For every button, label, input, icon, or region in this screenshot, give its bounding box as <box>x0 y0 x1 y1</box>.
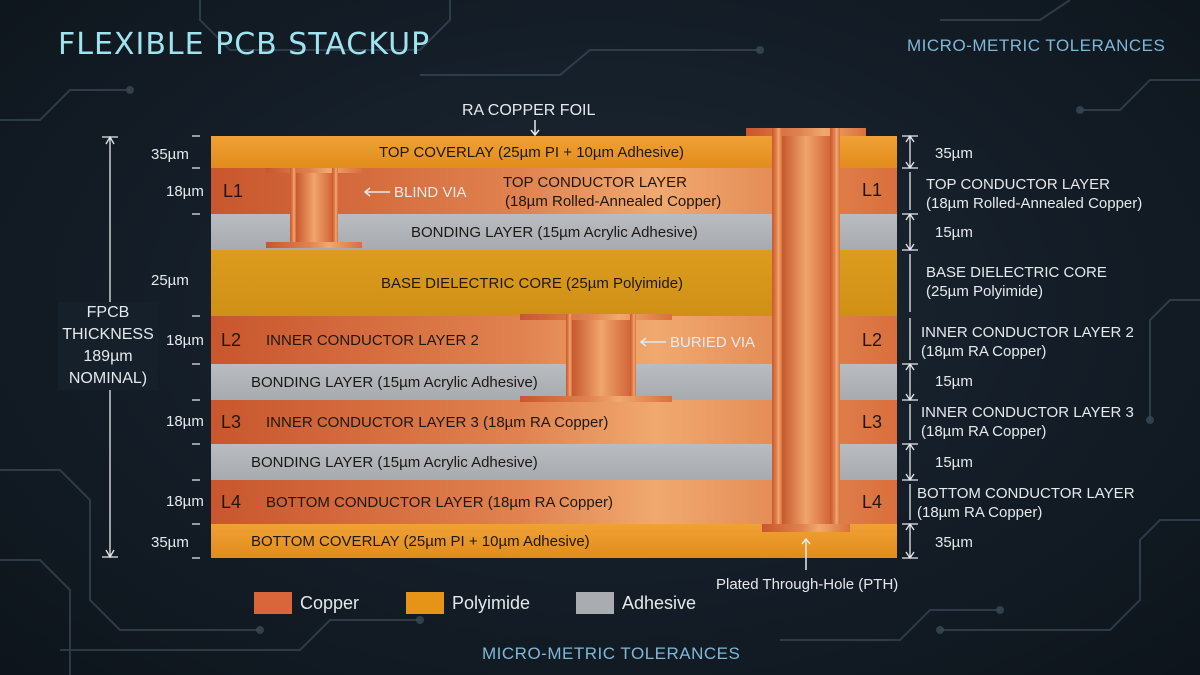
blind-via-label: BLIND VIA <box>394 184 467 201</box>
bottom-conductor-label: BOTTOM CONDUCTOR LAYER (18µm RA Copper) <box>266 493 614 511</box>
page-title: FLEXIBLE PCB STACKUP <box>58 27 431 62</box>
right-bottom-1: BOTTOM CONDUCTOR LAYER <box>917 485 1135 502</box>
right-base-core-2: (25µm Polyimide) <box>926 283 1044 300</box>
l2-label: L2 <box>221 329 242 350</box>
bonding-3-label: BONDING LAYER (15µm Acrylic Adhesive) <box>251 453 538 471</box>
total-thickness-line2: THICKNESS <box>62 326 154 343</box>
total-thickness-line3: 189µm <box>83 348 133 365</box>
dim-l4: 18µm <box>166 493 204 510</box>
dim-l1: 18µm <box>166 183 204 200</box>
dim-l2: 18µm <box>166 332 204 349</box>
l2-right-label: L2 <box>862 330 883 350</box>
plated-through-hole <box>746 128 866 532</box>
right-top-conductor-2: (18µm Rolled-Annealed Copper) <box>926 195 1143 212</box>
right-inner-3-1: INNER CONDUCTOR LAYER 3 <box>921 404 1134 421</box>
blind-via <box>266 168 362 248</box>
top-conductor-label-1: TOP CONDUCTOR LAYER <box>503 174 687 191</box>
buried-via-arrow <box>639 337 666 347</box>
right-inner-2-1: INNER CONDUCTOR LAYER 2 <box>921 324 1134 341</box>
l4-right-label: L4 <box>862 492 883 512</box>
rdim-bonding-3: 15µm <box>935 454 973 471</box>
legend-swatch-copper <box>254 592 292 614</box>
bonding-1-label: BONDING LAYER (15µm Acrylic Adhesive) <box>411 223 698 241</box>
subtitle-bottom: MICRO-METRIC TOLERANCES <box>482 644 741 663</box>
dim-base-core: 25µm <box>151 272 189 289</box>
legend-label-copper: Copper <box>300 593 360 613</box>
right-inner-3-2: (18µm RA Copper) <box>921 423 1047 440</box>
right-base-core: BASE DIELECTRIC CORE (25µm Polyimide) <box>926 263 1107 301</box>
l4-label: L4 <box>221 491 242 512</box>
top-coverlay-label: TOP COVERLAY (25µm PI + 10µm Adhesive) <box>379 143 685 161</box>
buried-via <box>520 314 672 402</box>
right-top-conductor: TOP CONDUCTOR LAYER (18µm Rolled-Anneale… <box>926 175 1142 213</box>
right-base-core-1: BASE DIELECTRIC CORE <box>926 264 1107 281</box>
bonding-2-label: BONDING LAYER (15µm Acrylic Adhesive) <box>251 373 538 391</box>
right-inner-2-2: (18µm RA Copper) <box>921 343 1047 360</box>
right-top-conductor-1: TOP CONDUCTOR LAYER <box>926 176 1110 193</box>
dim-bottom-coverlay: 35µm <box>151 534 189 551</box>
inner-2-label: INNER CONDUCTOR LAYER 2 <box>266 331 479 349</box>
rdim-bonding-1: 15µm <box>935 224 973 241</box>
l1-right-label: L1 <box>862 180 883 200</box>
pth-label: Plated Through-Hole (PTH) <box>716 576 899 593</box>
ra-copper-foil-label: RA COPPER FOIL <box>462 102 596 119</box>
dim-top-coverlay: 35µm <box>151 146 189 163</box>
ra-copper-foil-arrow <box>530 120 540 137</box>
left-dimension-markers <box>102 135 200 559</box>
right-bottom-conductor: BOTTOM CONDUCTOR LAYER (18µm RA Copper) <box>917 484 1135 522</box>
legend-swatch-polyimide <box>406 592 444 614</box>
total-thickness-line1: FPCB <box>86 304 130 321</box>
l1-label: L1 <box>223 180 244 201</box>
total-thickness-line4: NOMINAL) <box>68 370 148 387</box>
inner-3-label: INNER CONDUCTOR LAYER 3 (18µm RA Copper) <box>266 413 609 431</box>
legend-label-adhesive: Adhesive <box>622 593 697 613</box>
rdim-top-coverlay: 35µm <box>935 145 973 162</box>
l3-label: L3 <box>221 411 242 432</box>
blind-via-arrow <box>363 187 390 197</box>
right-inner-2: INNER CONDUCTOR LAYER 2 (18µm RA Copper) <box>921 323 1134 361</box>
right-inner-3: INNER CONDUCTOR LAYER 3 (18µm RA Copper) <box>921 403 1134 441</box>
bottom-coverlay-label: BOTTOM COVERLAY (25µm PI + 10µm Adhesive… <box>251 532 590 550</box>
total-thickness-label: FPCB THICKNESS 189µm NOMINAL) <box>58 302 158 390</box>
dim-l3: 18µm <box>166 413 204 430</box>
top-conductor-label-2: (18µm Rolled-Annealed Copper) <box>505 193 722 210</box>
rdim-bonding-2: 15µm <box>935 373 973 390</box>
subtitle-top: MICRO-METRIC TOLERANCES <box>907 36 1166 55</box>
legend-label-polyimide: Polyimide <box>452 593 531 613</box>
right-bottom-2: (18µm RA Copper) <box>917 504 1043 521</box>
legend-swatch-adhesive <box>576 592 614 614</box>
right-dimension-markers <box>902 134 918 560</box>
buried-via-label: BURIED VIA <box>670 334 756 351</box>
l3-right-label: L3 <box>862 412 883 432</box>
pth-arrow <box>801 537 811 570</box>
rdim-bottom-coverlay: 35µm <box>935 534 973 551</box>
base-core-label: BASE DIELECTRIC CORE (25µm Polyimide) <box>381 274 684 292</box>
